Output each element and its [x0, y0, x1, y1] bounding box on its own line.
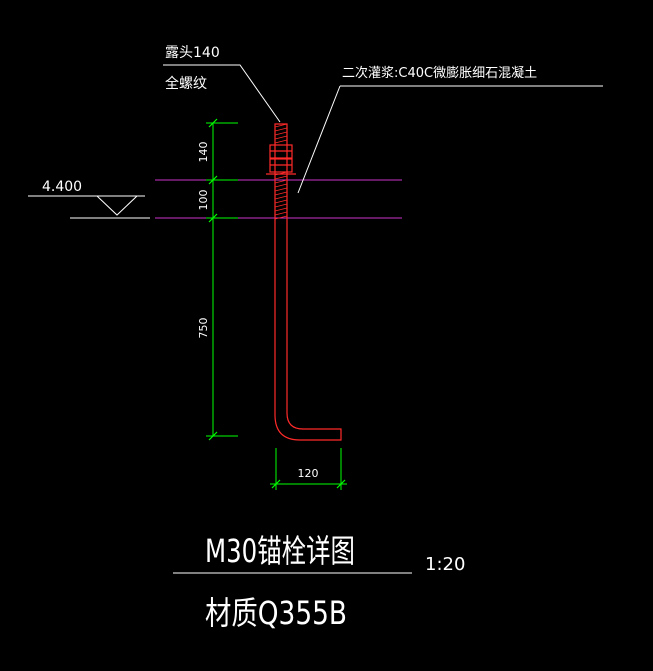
title-main: M30锚栓详图	[205, 532, 355, 570]
dim-top-text: 140	[197, 142, 210, 163]
title-material: 材质Q355B	[205, 594, 347, 632]
title-scale: 1:20	[425, 554, 465, 575]
grout-note-label: 二次灌浆:C40C微膨胀细石混凝土	[342, 65, 537, 81]
dim-embed-text: 750	[197, 318, 210, 339]
exposed-length-label: 露头140	[165, 45, 220, 61]
elevation-marker: 4.400	[28, 179, 150, 219]
dim-hook-text: 120	[298, 467, 319, 480]
vertical-dimension-chain: 140 100 750	[197, 118, 238, 441]
anchor-bolt	[266, 123, 342, 441]
leader-lines	[163, 64, 603, 194]
thread-note-label: 全螺纹	[165, 75, 207, 92]
hook-dimension: 120	[270, 448, 347, 490]
elevation-text: 4.400	[42, 179, 82, 195]
dim-middle-text: 100	[197, 190, 210, 211]
thread-hatch	[274, 123, 288, 220]
